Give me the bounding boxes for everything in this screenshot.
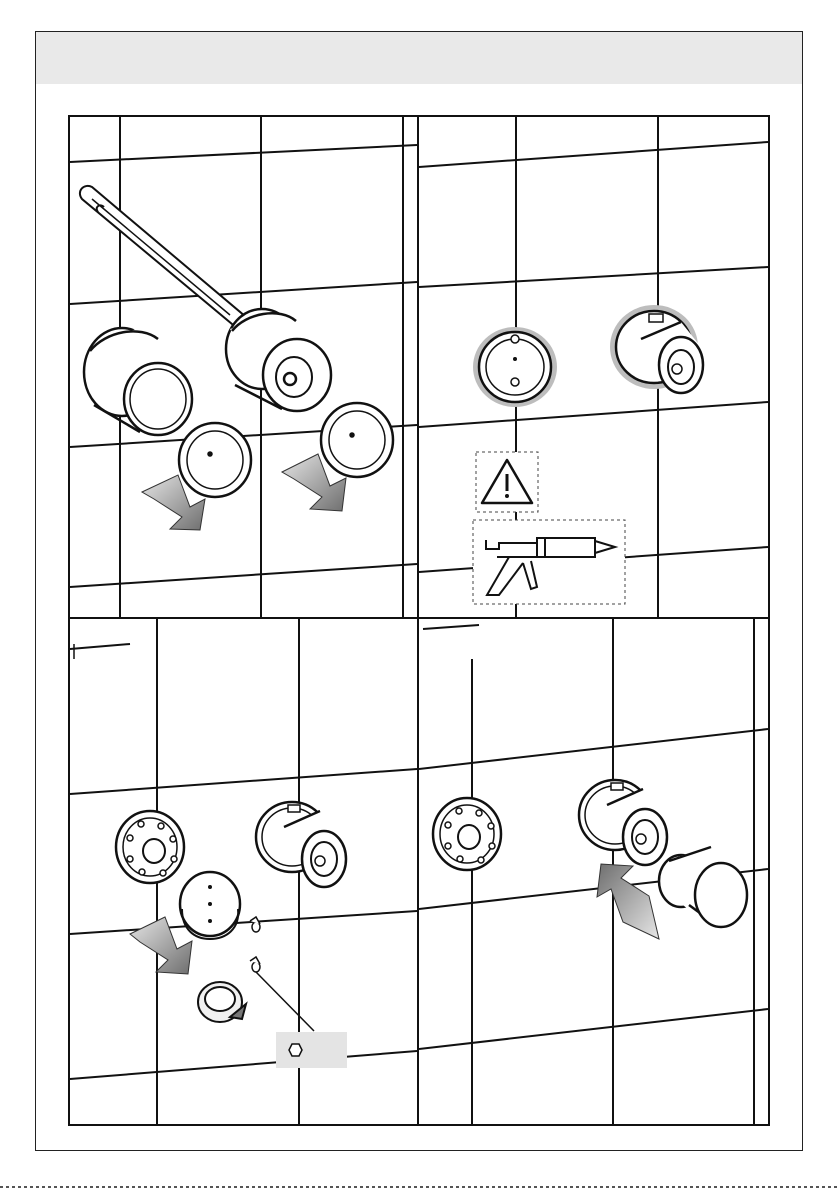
mounting-plate-left: [433, 798, 501, 870]
handle-cover-left: [84, 327, 192, 435]
rotate-clockwise-icon: [198, 982, 246, 1022]
handle-cover-right: [226, 309, 332, 411]
screw-upper: [250, 917, 260, 932]
valve-base-left: [473, 327, 557, 407]
lever-tool: [80, 186, 246, 329]
valve-cartridge-right: [256, 802, 348, 887]
step-1-illustration: [70, 117, 417, 617]
step-3-panel: [70, 619, 417, 1124]
tile-lines: [70, 619, 417, 1124]
sealant-box: [473, 520, 625, 604]
panel-divider-horizontal: [68, 617, 770, 619]
warning-box: [476, 452, 538, 512]
valve-cartridge-right: [610, 305, 709, 393]
valve-cartridge-right: [579, 780, 671, 865]
step-2-panel: [419, 117, 768, 617]
step-2-illustration: [419, 117, 768, 617]
callout-line: [256, 972, 314, 1031]
step-4-illustration: [419, 619, 768, 1124]
step-3-illustration: [70, 619, 417, 1124]
hex-key-icon: [289, 1044, 302, 1056]
cover-disk: [180, 872, 240, 939]
mounting-plate-left: [116, 811, 184, 883]
arrow-attach: [597, 864, 659, 939]
step-4-panel: [419, 619, 768, 1124]
step-1-panel: [70, 117, 417, 617]
cover-cap-right: [321, 403, 393, 477]
panel-divider-vertical: [417, 115, 419, 1126]
cover-cap-left: [179, 423, 251, 497]
screw-lower: [250, 957, 260, 972]
hex-key-box: [276, 1032, 347, 1068]
page-edge-dots: [0, 1186, 840, 1188]
header-band: [36, 32, 802, 84]
handle-cover: [659, 845, 747, 927]
